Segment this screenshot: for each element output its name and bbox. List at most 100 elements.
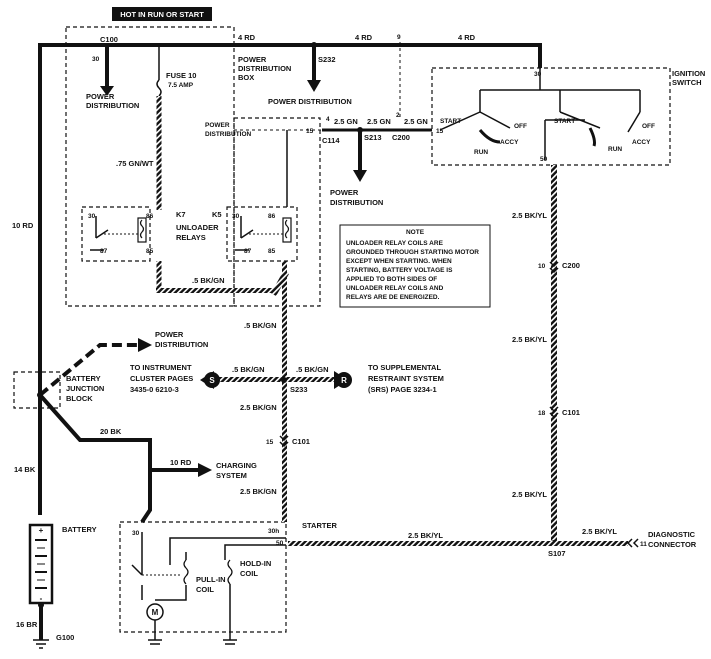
connector-label: C101 — [292, 437, 310, 446]
battery-junction-block-box — [13, 371, 61, 409]
wire-label: 2.5 BK/GN — [240, 487, 277, 496]
wire-label: 2.5 BK/YL — [512, 211, 547, 220]
switch-label: OFF — [642, 123, 655, 130]
fuse-symbol — [156, 79, 162, 97]
note-line: UNLOADER RELAY COILS AND — [346, 285, 444, 292]
ground-label: G100 — [56, 633, 74, 642]
note-line: RELAYS ARE DE ENERGIZED. — [346, 294, 440, 301]
wire-label: 14 BK — [14, 465, 36, 474]
relay-label: RELAYS — [176, 233, 206, 242]
pin-label: 85 — [268, 248, 276, 255]
power-distribution-box-outline — [65, 26, 235, 307]
pin-label: 11 — [640, 541, 647, 548]
ignition-switch-box — [431, 67, 671, 166]
pdb-label: BOX — [238, 73, 254, 82]
wire-label: 4 RD — [355, 33, 373, 42]
srs-label: (SRS) PAGE 3234-1 — [368, 385, 437, 394]
splice-label: S233 — [290, 385, 308, 394]
power-dist-label: DISTRIBUTION — [155, 340, 208, 349]
note-line: GROUNDED THROUGH STARTING MOTOR — [346, 249, 479, 256]
starter-label: STARTER — [302, 521, 337, 530]
pin-label: 15 — [436, 128, 444, 135]
pin-label: 2 — [396, 112, 400, 119]
fuse-label: FUSE 10 — [166, 71, 196, 80]
wire-20bk — [38, 393, 152, 524]
power-dist-label: POWER — [330, 188, 359, 197]
svg-text:-: - — [40, 594, 43, 603]
hot-header: HOT IN RUN OR START — [120, 10, 204, 19]
note-box — [339, 224, 491, 308]
ignition-label: SWITCH — [672, 78, 702, 87]
fuse-amp-label: 7.5 AMP — [168, 82, 194, 89]
bjb-label: BATTERY — [66, 374, 101, 383]
pin-label: 50 — [276, 540, 284, 547]
wire-label: 10 RD — [12, 221, 34, 230]
wire-label: 2.5 GN — [334, 117, 358, 126]
splice-label: S232 — [318, 55, 336, 64]
wire-bkyl-horizontal — [288, 541, 628, 546]
s-marker: S — [209, 376, 215, 385]
pin-label: 10 — [538, 263, 546, 270]
arrow-power-dist-1 — [100, 86, 114, 96]
wire-label: 2.5 BK/YL — [582, 527, 617, 536]
pin-label: 30 — [534, 71, 542, 78]
k7-relay-box — [81, 206, 151, 262]
wire-label: 4 RD — [458, 33, 476, 42]
arrow-power-dist-2 — [307, 80, 321, 92]
connector-label: C114 — [322, 136, 340, 145]
srs-label: TO SUPPLEMENTAL — [368, 363, 441, 372]
wire-bkgn-vertical — [282, 261, 287, 522]
note-line: EXCEPT WHEN STARTING. WHEN — [346, 258, 452, 265]
connector-label: C200 — [392, 133, 410, 142]
pin-label: 15 — [266, 439, 274, 446]
svg-text:+: + — [39, 526, 44, 535]
wire-gnwt — [156, 96, 162, 210]
wire-label: 4 RD — [238, 33, 256, 42]
splice-label: S213 — [364, 133, 382, 142]
motor-label: M — [152, 608, 159, 617]
pin-label: 50 — [540, 156, 548, 163]
power-dist-label: DISTRIBUTION — [330, 198, 383, 207]
switch-label: START — [440, 118, 461, 125]
note-line: UNLOADER RELAY COILS ARE — [346, 240, 444, 247]
wire-bkyl-vertical — [551, 165, 557, 543]
pin-label: 18 — [538, 410, 546, 417]
cluster-label: 3435-0 6210-3 — [130, 385, 179, 394]
k5-relay-box — [226, 206, 298, 262]
pin-label: 4 — [326, 116, 330, 123]
pin-label: 15 — [306, 128, 314, 135]
pdb-label: DISTRIBUTION — [238, 64, 291, 73]
wire-10rd-charging — [148, 468, 200, 490]
relay-label: K5 — [212, 210, 222, 219]
connector-label: C200 — [562, 261, 580, 270]
note-title: NOTE — [406, 229, 425, 236]
note-line: STARTING, BATTERY VOLTAGE IS — [346, 267, 453, 274]
wire-label: 2.5 BK/YL — [512, 335, 547, 344]
pin-label: 30h — [268, 528, 279, 535]
power-dist-label: DISTRIBUTION — [205, 131, 252, 138]
wire-label: 2.5 BK/YL — [408, 531, 443, 540]
relay-label: K7 — [176, 210, 186, 219]
coil-label: COIL — [196, 585, 214, 594]
coil-label: COIL — [240, 569, 258, 578]
power-distribution-box-outline-lower — [233, 117, 321, 307]
switch-label: ACCY — [632, 139, 651, 146]
pin-label: 86 — [146, 213, 154, 220]
wire-label: 2.5 BK/YL — [512, 490, 547, 499]
splice-label: S107 — [548, 549, 566, 558]
pin-label: 85 — [146, 248, 154, 255]
pin-label: 30 — [88, 213, 96, 220]
r-marker: R — [341, 376, 347, 385]
bjb-label: BLOCK — [66, 394, 93, 403]
switch-label: START — [554, 118, 575, 125]
ground-symbol — [33, 639, 49, 649]
wire-bjb-power — [38, 343, 140, 397]
wire-label: 2.5 GN — [404, 117, 428, 126]
switch-label: ACCY — [500, 139, 519, 146]
connector-label: C101 — [562, 408, 580, 417]
wire-label: .5 BK/GN — [232, 365, 265, 374]
c100-label: C100 — [100, 35, 118, 44]
wire-label: 20 BK — [100, 427, 122, 436]
diagnostic-label: DIAGNOSTIC — [648, 530, 696, 539]
